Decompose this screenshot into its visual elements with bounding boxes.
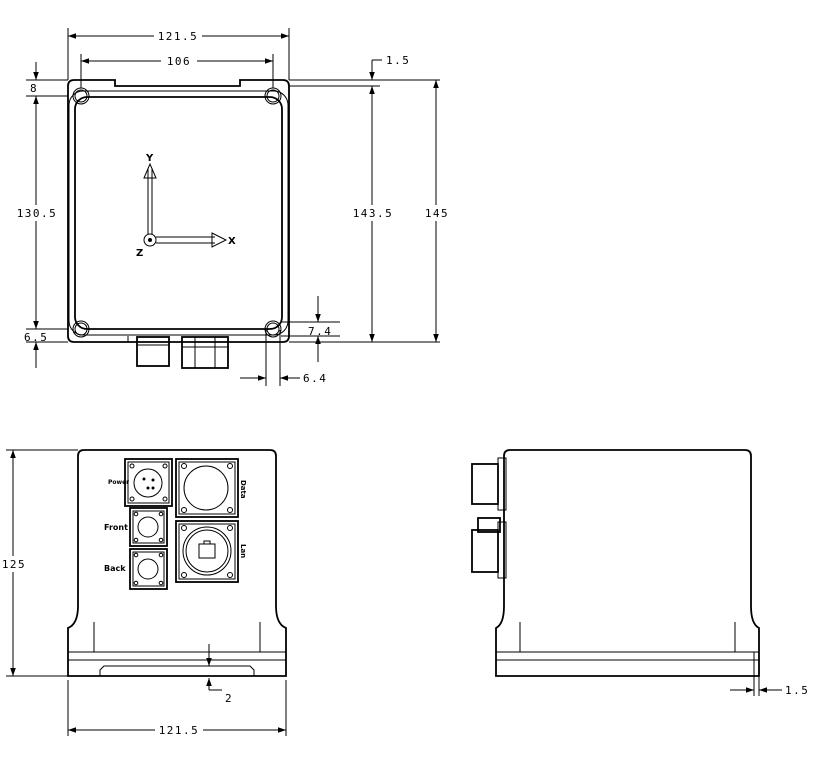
dim-flange-top: 1.5 bbox=[289, 54, 440, 87]
lan-connector-label: Lan bbox=[239, 544, 247, 558]
top-view-connector-small bbox=[136, 336, 170, 367]
front-view: Power Data Front Back bbox=[0, 449, 287, 737]
dim-hole-spacing-x: 106 bbox=[80, 54, 274, 88]
svg-text:121.5: 121.5 bbox=[158, 30, 199, 43]
axis-x-label: X bbox=[228, 236, 236, 247]
dim-overall-width: 121.5 bbox=[67, 28, 290, 80]
lan-connector: Lan bbox=[175, 520, 247, 583]
data-connector: Data bbox=[175, 458, 247, 518]
dim-bottom-hole-offset: 6.5 bbox=[24, 331, 68, 368]
svg-text:6.5: 6.5 bbox=[24, 331, 48, 344]
svg-text:8: 8 bbox=[30, 82, 38, 95]
axis-z-label: Z bbox=[136, 248, 143, 259]
side-view: 1.5 bbox=[471, 449, 809, 697]
side-connector-top bbox=[471, 463, 499, 505]
power-connector-label: Power bbox=[108, 479, 129, 486]
svg-text:125: 125 bbox=[2, 558, 26, 571]
dim-side-flange: 1.5 bbox=[730, 676, 809, 697]
dim-overall-height: 145 bbox=[423, 80, 453, 342]
dim-front-height: 125 bbox=[0, 449, 78, 677]
dim-overall-height-inner: 143.5 bbox=[289, 86, 440, 343]
data-connector-label: Data bbox=[239, 480, 247, 499]
svg-text:2: 2 bbox=[225, 692, 233, 705]
back-connector: Back bbox=[104, 548, 168, 590]
dim-hole-spacing-y: 130.5 bbox=[16, 96, 68, 330]
back-connector-label: Back bbox=[104, 564, 126, 573]
front-connector: Front bbox=[104, 507, 168, 547]
svg-text:121.5: 121.5 bbox=[159, 724, 200, 737]
top-view-lid bbox=[74, 96, 283, 330]
svg-text:130.5: 130.5 bbox=[17, 207, 58, 220]
top-view-connector-large bbox=[181, 336, 229, 369]
top-view-housing bbox=[67, 79, 290, 343]
mounting-hole-top-left bbox=[72, 87, 90, 105]
side-view-housing bbox=[495, 449, 760, 677]
front-view-housing bbox=[67, 449, 287, 677]
power-connector: Power bbox=[108, 458, 173, 507]
dim-hole-diameter-y: 7.4 bbox=[281, 296, 340, 362]
svg-text:7.4: 7.4 bbox=[308, 325, 332, 338]
svg-text:106: 106 bbox=[167, 55, 191, 68]
svg-text:145: 145 bbox=[425, 207, 449, 220]
dim-hole-diameter-x: 6.4 bbox=[240, 330, 327, 386]
axis-y-label: Y bbox=[145, 153, 154, 164]
top-view-lid-outer bbox=[68, 90, 289, 336]
svg-text:6.4: 6.4 bbox=[303, 372, 327, 385]
front-connector-label: Front bbox=[104, 523, 128, 532]
top-view: Y X Z 121.5 106 1.5 bbox=[16, 28, 453, 386]
side-connector-bottom bbox=[471, 529, 499, 573]
svg-text:1.5: 1.5 bbox=[386, 54, 410, 67]
svg-text:1.5: 1.5 bbox=[785, 684, 809, 697]
dim-top-hole-offset: 8 bbox=[26, 62, 68, 97]
mounting-hole-bottom-left bbox=[72, 320, 90, 338]
coordinate-axes: Y X Z bbox=[136, 153, 236, 259]
mounting-hole-bottom-right bbox=[264, 320, 282, 338]
svg-text:143.5: 143.5 bbox=[353, 207, 394, 220]
mounting-hole-top-right bbox=[264, 87, 282, 105]
dim-base-offset: 2 bbox=[200, 644, 233, 705]
dim-front-width: 121.5 bbox=[67, 680, 287, 737]
